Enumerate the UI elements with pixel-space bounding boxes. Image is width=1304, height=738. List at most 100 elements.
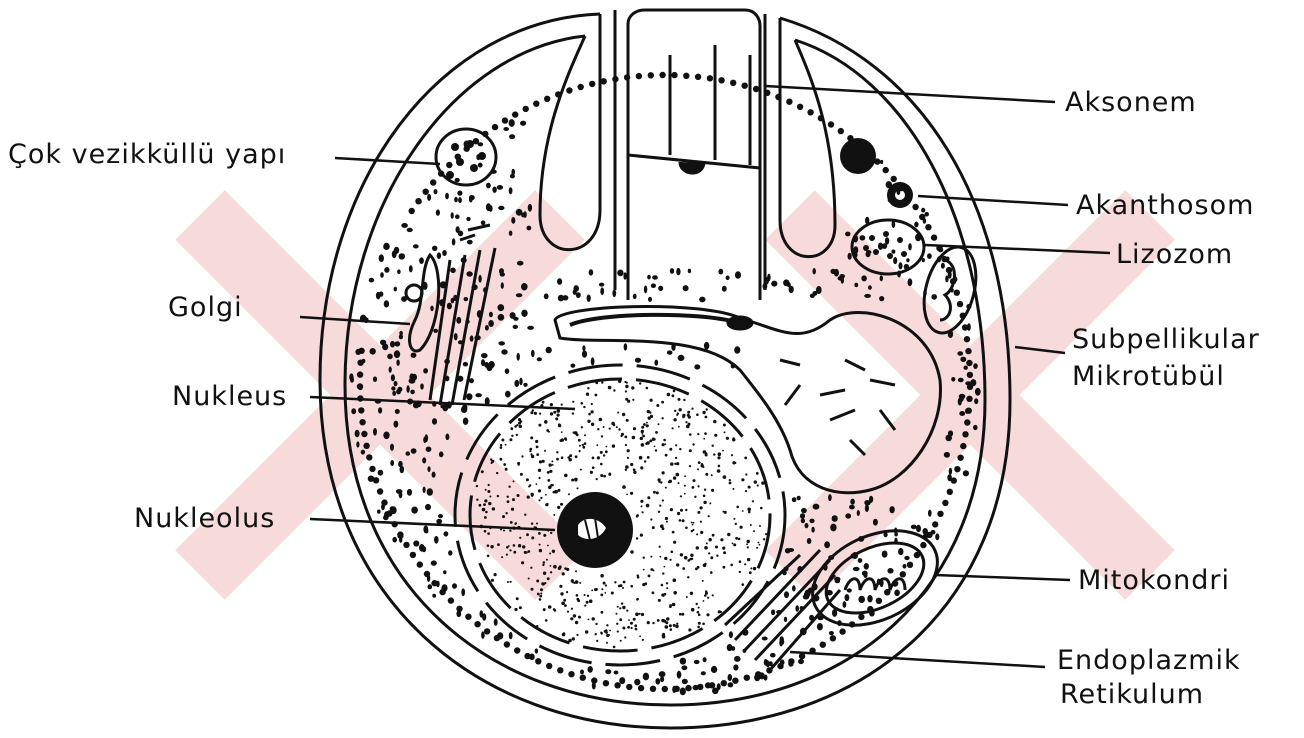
chromatin-dot bbox=[552, 550, 555, 553]
granule bbox=[445, 376, 449, 382]
granule bbox=[866, 250, 871, 254]
chromatin-dot bbox=[756, 547, 758, 549]
chromatin-dot bbox=[618, 428, 620, 430]
granule bbox=[517, 261, 524, 266]
chromatin-dot bbox=[578, 439, 581, 442]
chromatin-dot bbox=[596, 640, 598, 642]
granule bbox=[880, 160, 883, 164]
granule bbox=[562, 295, 568, 300]
granule bbox=[463, 418, 469, 425]
chromatin-dot bbox=[565, 439, 567, 441]
chromatin-dot bbox=[619, 607, 621, 609]
microtubule-dot bbox=[648, 72, 654, 78]
chromatin-dot bbox=[673, 591, 677, 595]
microtubule-dot bbox=[960, 443, 966, 449]
granule bbox=[380, 340, 386, 346]
chromatin-dot bbox=[553, 491, 556, 494]
granule bbox=[963, 470, 969, 476]
granule bbox=[846, 146, 852, 152]
granule bbox=[898, 548, 903, 555]
chromatin-dot bbox=[618, 380, 621, 383]
microtubule-dot bbox=[849, 621, 855, 627]
granule bbox=[544, 293, 549, 299]
chromatin-dot bbox=[664, 566, 666, 568]
chromatin-dot bbox=[626, 419, 629, 422]
granule bbox=[391, 386, 395, 390]
microtubule-dot bbox=[966, 396, 972, 402]
granule bbox=[401, 296, 407, 302]
granule bbox=[865, 504, 869, 512]
chromatin-dot bbox=[660, 524, 664, 528]
microtubule-dot bbox=[589, 81, 595, 87]
chromatin-dot bbox=[575, 621, 578, 624]
granule bbox=[800, 628, 807, 636]
chromatin-dot bbox=[648, 416, 651, 419]
chromatin-dot bbox=[518, 544, 521, 547]
granule bbox=[845, 594, 850, 601]
chromatin-dot bbox=[673, 418, 676, 421]
chromatin-dot bbox=[514, 608, 517, 611]
chromatin-dot bbox=[579, 450, 581, 452]
granule bbox=[436, 209, 440, 215]
chromatin-dot bbox=[554, 609, 557, 612]
chromatin-dot bbox=[485, 511, 488, 514]
chromatin-dot bbox=[647, 621, 650, 624]
chromatin-dot bbox=[524, 551, 527, 554]
microtubule-dot bbox=[788, 658, 794, 664]
granule bbox=[573, 285, 579, 292]
chromatin-dot bbox=[698, 461, 701, 464]
chromatin-dot bbox=[682, 567, 685, 570]
microtubule-dot bbox=[502, 117, 508, 123]
microtubule-dot bbox=[966, 408, 972, 414]
chromatin-dot bbox=[752, 500, 754, 502]
granule bbox=[461, 588, 465, 596]
chromatin-dot bbox=[547, 479, 550, 482]
chromatin-dot bbox=[639, 456, 643, 460]
granule bbox=[397, 269, 401, 274]
granule bbox=[899, 262, 903, 269]
microtubule-dot bbox=[431, 580, 437, 586]
chromatin-dot bbox=[510, 427, 513, 430]
chromatin-dot bbox=[718, 610, 721, 613]
chromatin-dot bbox=[611, 422, 615, 426]
granule bbox=[425, 434, 429, 442]
chromatin-dot bbox=[674, 410, 676, 412]
chromatin-dot bbox=[637, 598, 639, 600]
chromatin-dot bbox=[550, 565, 552, 567]
granule bbox=[413, 244, 419, 248]
chromatin-dot bbox=[734, 462, 736, 464]
microtubule-dot bbox=[439, 589, 445, 595]
chromatin-dot bbox=[603, 475, 606, 478]
chromatin-dot bbox=[665, 621, 668, 624]
chromatin-dot bbox=[675, 625, 678, 628]
chromatin-dot bbox=[487, 532, 490, 535]
microtubule-dot bbox=[671, 72, 677, 78]
granule bbox=[394, 287, 397, 292]
chromatin-dot bbox=[630, 585, 633, 588]
granule bbox=[915, 234, 921, 242]
granule bbox=[813, 268, 816, 274]
microtubule-dot bbox=[820, 642, 826, 648]
chromatin-dot bbox=[513, 544, 516, 547]
granule bbox=[456, 317, 461, 324]
microtubule-dot bbox=[415, 198, 421, 204]
chromatin-dot bbox=[661, 417, 663, 419]
chromatin-dot bbox=[572, 637, 575, 640]
chromatin-dot bbox=[549, 470, 552, 473]
chromatin-dot bbox=[723, 551, 726, 554]
granule bbox=[406, 385, 409, 393]
chromatin-dot bbox=[720, 538, 723, 541]
granule bbox=[617, 270, 623, 277]
granule bbox=[817, 623, 823, 630]
chromatin-dot bbox=[570, 617, 573, 620]
granule bbox=[858, 558, 863, 563]
granule bbox=[828, 494, 832, 501]
chromatin-dot bbox=[553, 514, 555, 516]
granule bbox=[658, 286, 663, 291]
chromatin-dot bbox=[625, 469, 627, 471]
granule bbox=[509, 632, 513, 639]
granule bbox=[461, 257, 467, 263]
chromatin-dot bbox=[657, 619, 660, 622]
chromatin-dot bbox=[520, 420, 523, 423]
